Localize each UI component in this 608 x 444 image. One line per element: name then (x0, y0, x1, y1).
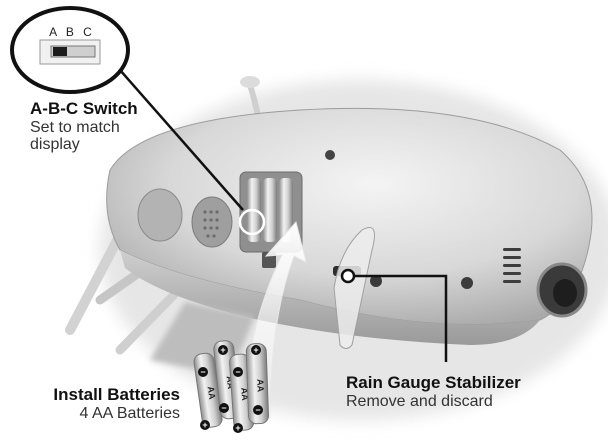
battery-label-2: AA (225, 375, 236, 389)
abc-switch-title: A-B-C Switch (30, 99, 138, 118)
abc-switch-line2: display (30, 136, 80, 154)
install-batteries-subtitle: 4 AA Batteries (79, 404, 180, 422)
install-batteries-label: Install Batteries 4 AA Batteries (30, 385, 180, 422)
stabilizer-screw (370, 275, 382, 287)
svg-text:+: + (220, 345, 225, 355)
compartment-battery-2 (263, 178, 277, 242)
svg-text:+: + (253, 345, 258, 355)
screw-hole-bottom (461, 277, 473, 289)
abc-switch-target-circle (238, 208, 266, 236)
rain-gauge-stabilizer (333, 227, 375, 349)
install-batteries-title: Install Batteries (53, 385, 180, 404)
abc-switch-label: A-B-C Switch Set to match display (30, 99, 138, 154)
rain-gauge-title: Rain Gauge Stabilizer (346, 373, 521, 392)
svg-text:−: − (221, 403, 226, 413)
speaker-grill (191, 196, 233, 248)
svg-text:−: − (200, 367, 205, 377)
abc-switch-track (50, 45, 96, 58)
rain-gauge-leader-line (348, 274, 448, 362)
device-antenna-tip (240, 76, 260, 88)
speaker-grill-holes (203, 210, 219, 238)
battery-label-4: AA (255, 379, 265, 393)
speaker-left (137, 188, 183, 242)
aa-batteries: AA AA AA AA + + + + − − − − (193, 340, 270, 433)
rain-gauge-subtitle: Remove and discard (346, 392, 493, 410)
rain-gauge-label: Rain Gauge Stabilizer Remove and discard (346, 373, 521, 410)
sensor-port-inner (553, 279, 577, 307)
svg-text:+: + (235, 423, 240, 433)
battery-label-1: AA (206, 386, 218, 401)
svg-text:−: − (255, 405, 260, 415)
compartment-battery-3 (279, 178, 293, 242)
svg-text:+: + (202, 420, 207, 430)
abc-switch-slider (53, 47, 67, 56)
rain-gauge-target-dot (340, 268, 356, 284)
device-underside (120, 250, 540, 345)
svg-text:−: − (235, 367, 240, 377)
vent-slots (503, 248, 521, 283)
battery-label-3: AA (239, 387, 250, 401)
screw-hole-top (325, 150, 335, 160)
abc-switch-leader-line (119, 69, 244, 211)
abc-switch-line1: Set to match (30, 118, 120, 136)
stand-leg-left (65, 230, 125, 335)
abc-switch-letters: A B C (49, 25, 95, 39)
